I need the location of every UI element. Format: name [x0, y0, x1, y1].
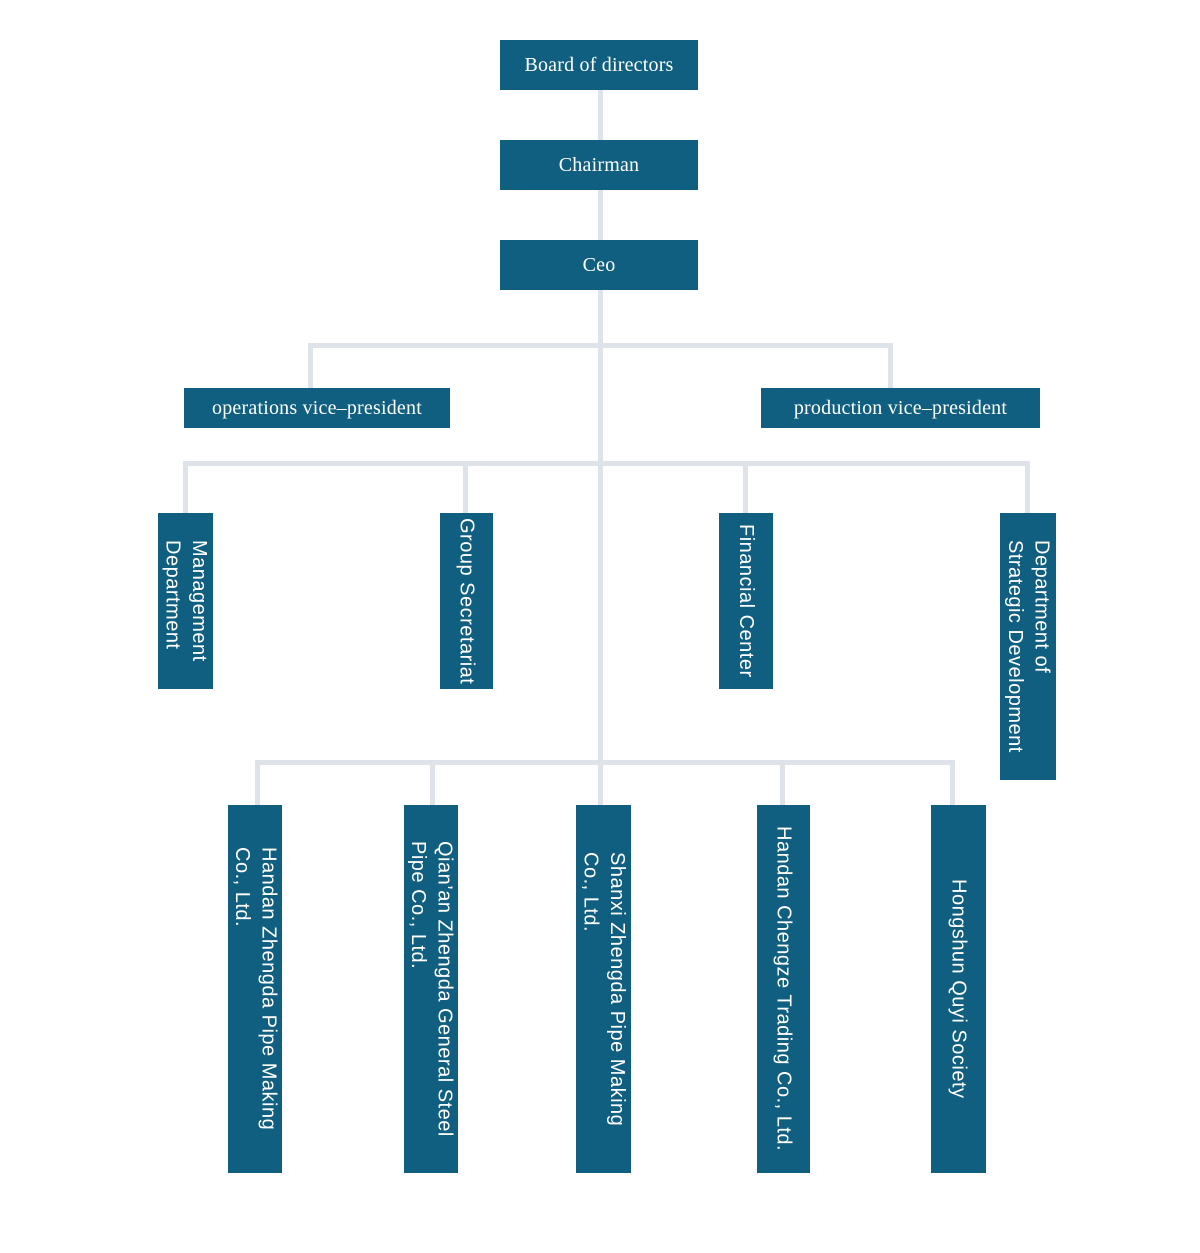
- node-board-of-directors: Board of directors: [500, 40, 698, 90]
- node-label: production vice–president: [793, 396, 1008, 419]
- connector-drop-strategic-development: [1025, 461, 1030, 513]
- connector-drop-financial-center: [743, 461, 748, 513]
- node-chairman: Chairman: [500, 140, 698, 190]
- node-label: Handan Zhengda Pipe Making Co., Ltd.: [231, 847, 280, 1131]
- node-management-department: Management Department: [158, 513, 213, 689]
- node-qianan-zhengda-steel-pipe: Qian’an Zhengda General Steel Pipe Co., …: [404, 805, 458, 1173]
- node-label: Group Secretariat: [455, 517, 478, 685]
- node-label: Board of directors: [524, 53, 674, 76]
- connector-drop-operations-vp: [308, 343, 313, 388]
- connector-drop-production-vp: [888, 343, 893, 388]
- connector-drop-shanxi-zhengda-pipe: [598, 760, 603, 805]
- node-strategic-development-department: Department of Strategic Development: [1000, 513, 1056, 780]
- connector-subsidiaries-horizontal: [255, 760, 955, 765]
- connector-drop-handan-chengze-trading: [780, 760, 785, 805]
- connector-drop-hongshun-quyi-society: [950, 760, 955, 805]
- connector-drop-management-department: [183, 461, 188, 513]
- node-label: Department of Strategic Development: [1004, 540, 1053, 753]
- node-shanxi-zhengda-pipe: Shanxi Zhengda Pipe Making Co., Ltd.: [576, 805, 631, 1173]
- node-hongshun-quyi-society: Hongshun Quyi Society: [931, 805, 986, 1173]
- connector-vp-horizontal: [308, 343, 893, 348]
- node-label: Chairman: [558, 153, 640, 176]
- node-label: Shanxi Zhengda Pipe Making Co., Ltd.: [579, 851, 628, 1127]
- node-operations-vice-president: operations vice–president: [184, 388, 450, 428]
- node-ceo: Ceo: [500, 240, 698, 290]
- connector-drop-qianan-steel-pipe: [430, 760, 435, 805]
- node-financial-center: Financial Center: [719, 513, 773, 689]
- connector-drop-handan-zhengda-pipe: [255, 760, 260, 805]
- node-label: Handan Chengze Trading Co., Ltd.: [772, 826, 795, 1152]
- connector-departments-horizontal: [183, 461, 1030, 466]
- node-label: Qian’an Zhengda General Steel Pipe Co., …: [407, 841, 456, 1137]
- node-handan-chengze-trading: Handan Chengze Trading Co., Ltd.: [757, 805, 810, 1173]
- node-label: Financial Center: [735, 524, 758, 678]
- node-production-vice-president: production vice–president: [761, 388, 1040, 428]
- connector-drop-group-secretariat: [463, 461, 468, 513]
- node-group-secretariat: Group Secretariat: [440, 513, 493, 689]
- node-label: Ceo: [582, 253, 616, 276]
- node-handan-zhengda-pipe: Handan Zhengda Pipe Making Co., Ltd.: [228, 805, 282, 1173]
- connector-center-vertical: [598, 90, 603, 765]
- node-label: operations vice–president: [212, 396, 422, 419]
- node-label: Hongshun Quyi Society: [947, 879, 970, 1099]
- node-label: Management Department: [161, 540, 210, 662]
